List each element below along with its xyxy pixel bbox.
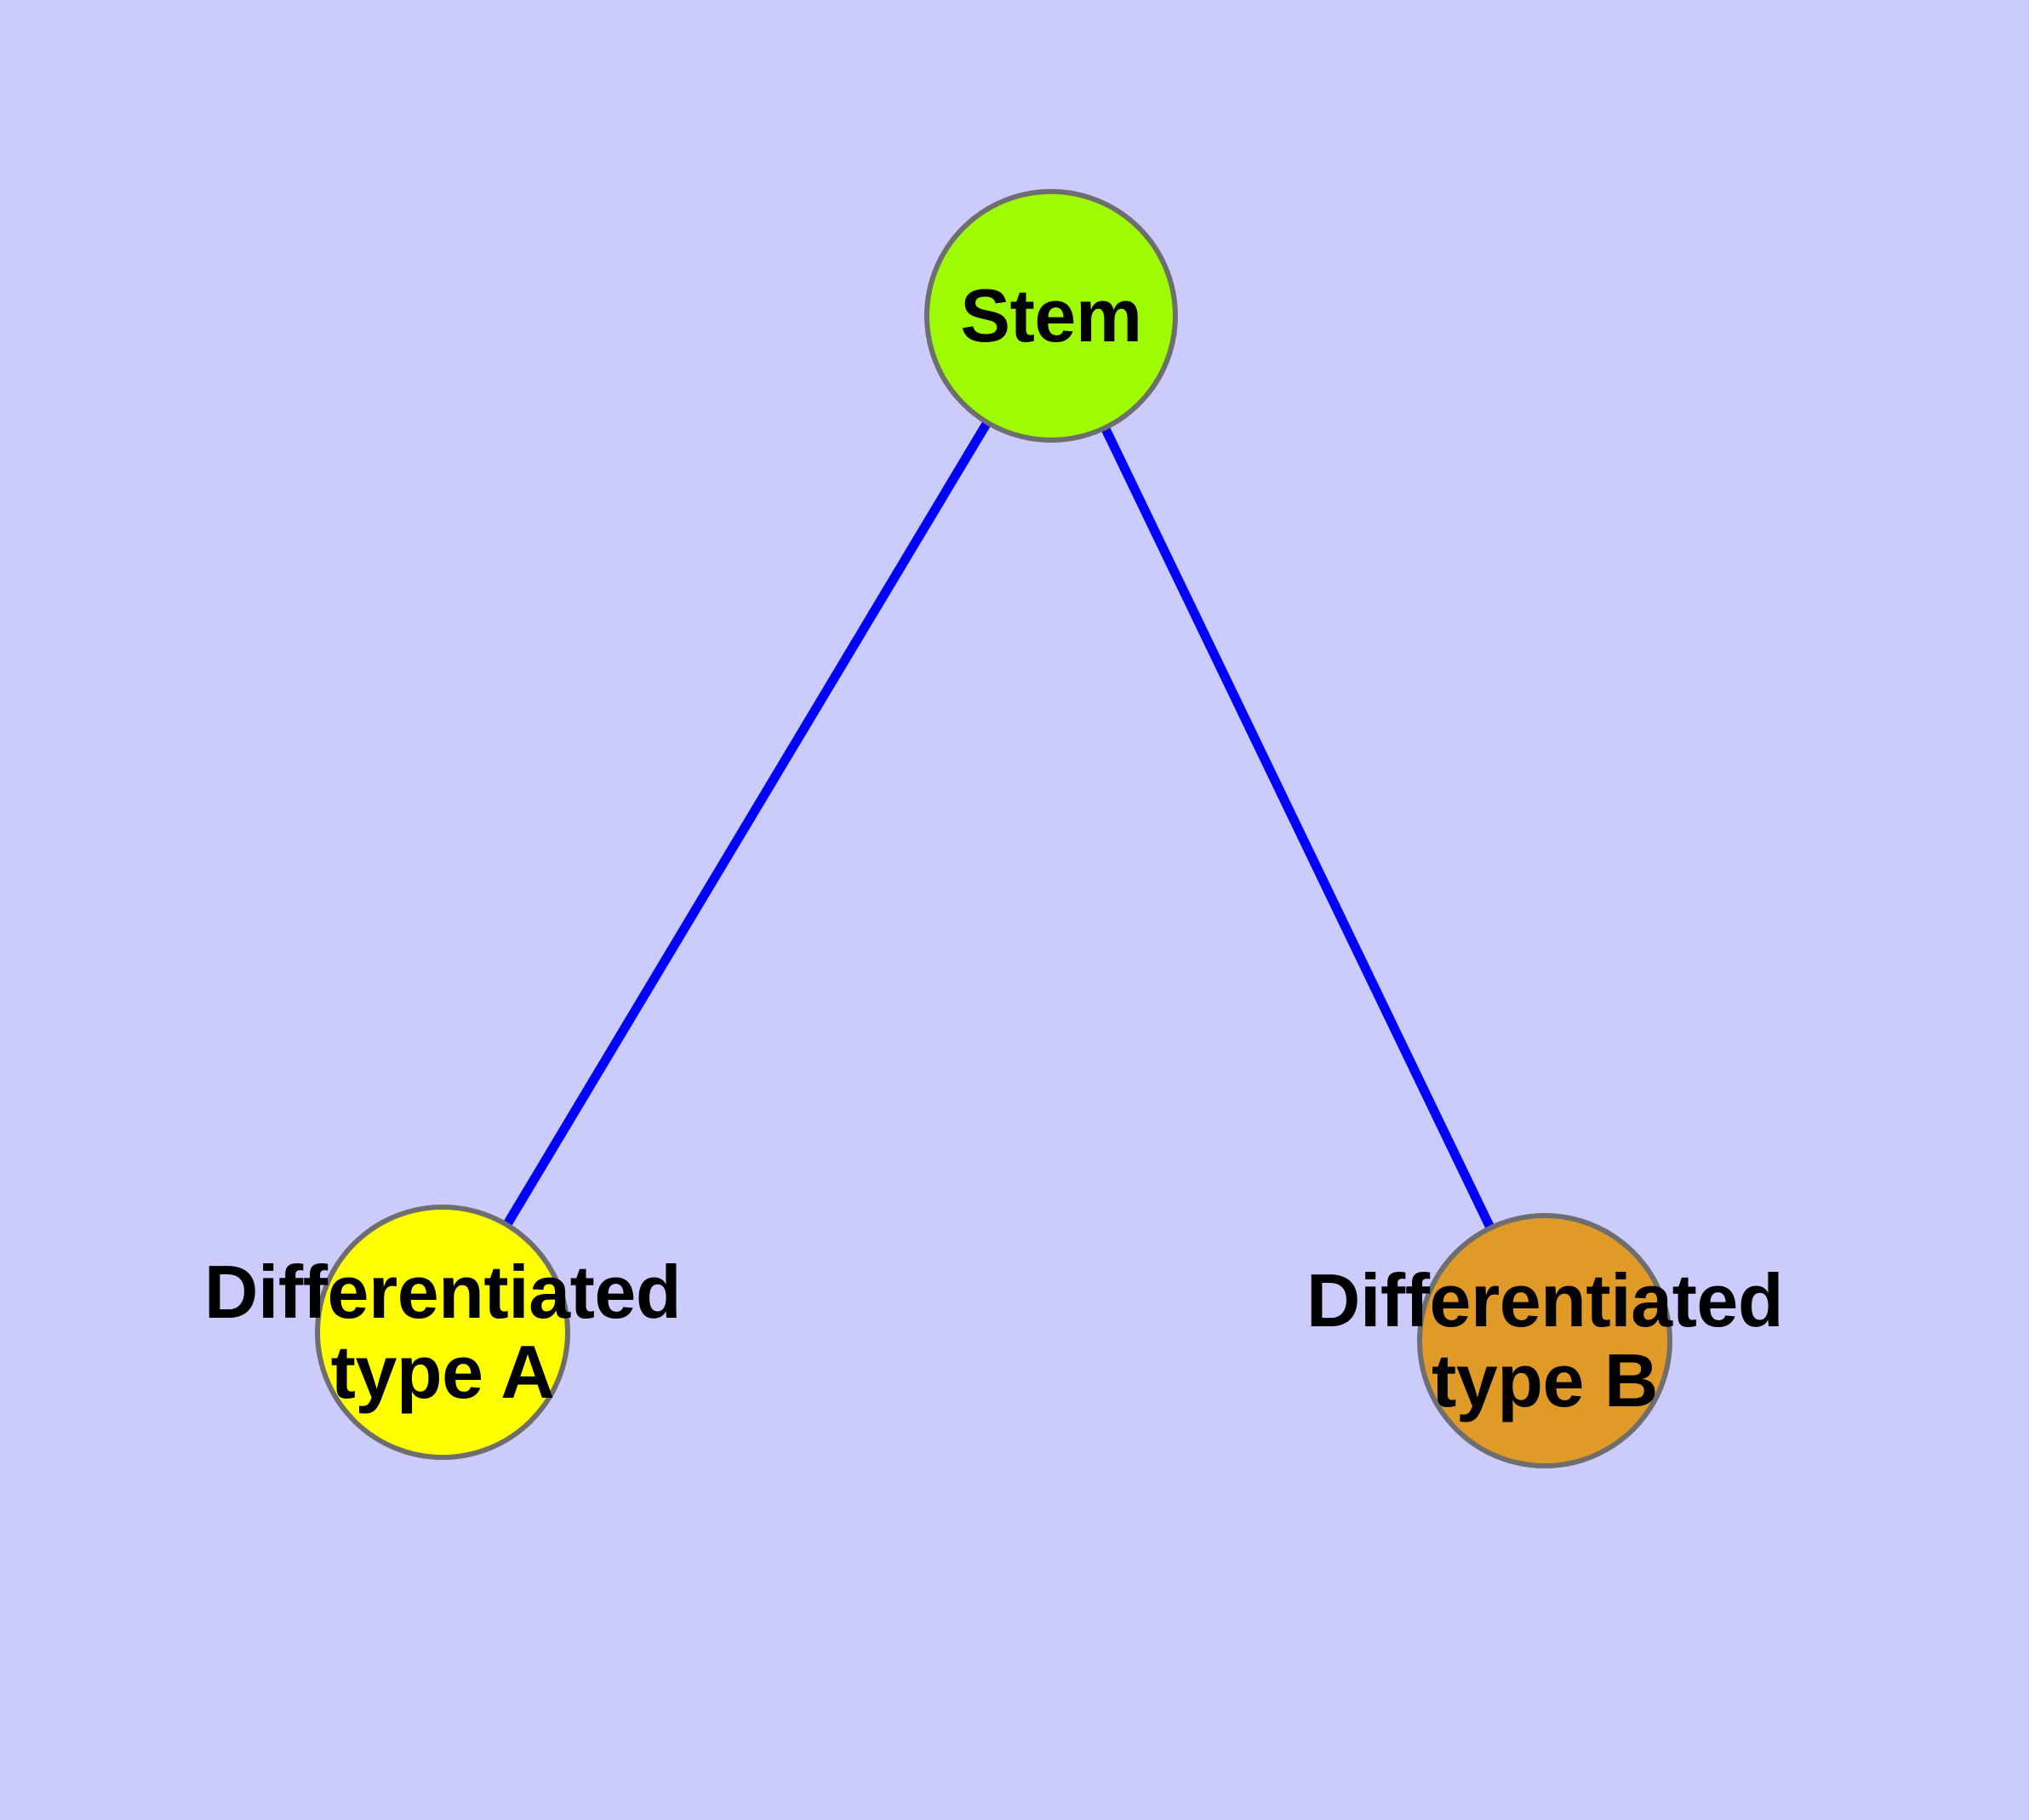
node-stem[interactable] bbox=[924, 189, 1178, 443]
node-differentiated-type-a[interactable] bbox=[315, 1205, 570, 1460]
edge-stem-to-diff-b[interactable] bbox=[1047, 313, 1549, 1343]
node-differentiated-type-b[interactable] bbox=[1417, 1213, 1672, 1468]
edge-stem-to-diff-a[interactable] bbox=[438, 313, 1055, 1335]
